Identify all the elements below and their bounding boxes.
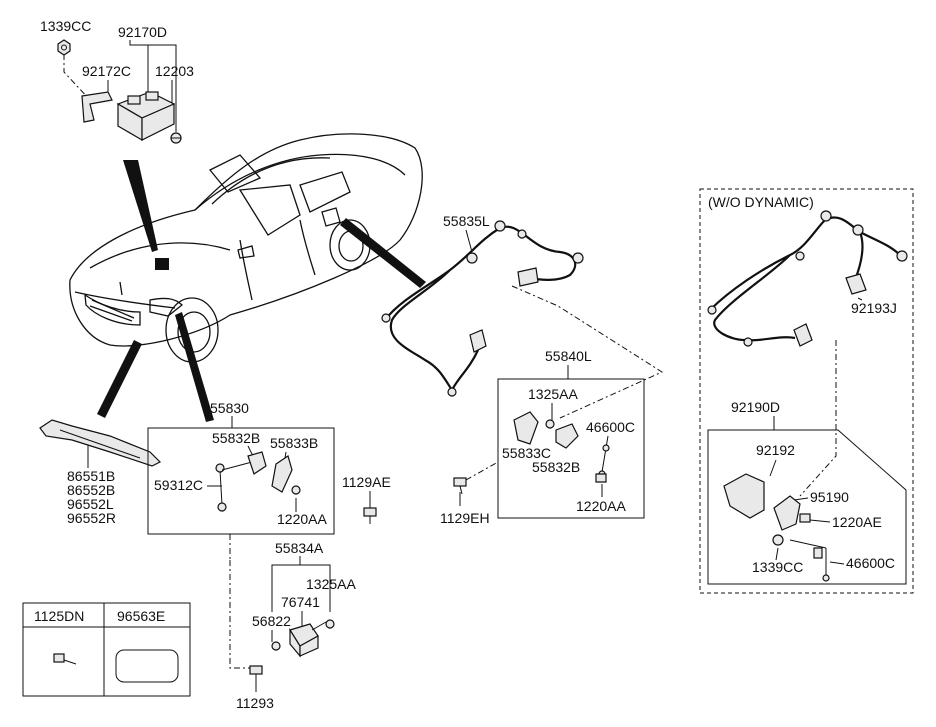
label-59312C: 59312C bbox=[154, 477, 203, 493]
label-76741: 76741 bbox=[281, 594, 320, 610]
middle-sensor-box: 55840L 1325AA 46600C 55833C 55832B 1220A… bbox=[440, 348, 645, 526]
middle-harness-group: 55835L bbox=[381, 213, 664, 419]
label-1220AE: 1220AE bbox=[832, 514, 882, 530]
bracket-icon bbox=[39, 419, 162, 467]
label-1220AA-mid: 1220AA bbox=[576, 498, 626, 514]
label-96552L: 96552L bbox=[67, 496, 114, 512]
bracket-icon bbox=[81, 91, 113, 123]
label-46600C-mid: 46600C bbox=[586, 419, 635, 435]
bumper-bracket-group: 86551B 86552B 96552L 96552R bbox=[39, 419, 162, 526]
legend-col2: 96563E bbox=[117, 608, 165, 624]
label-wo-dynamic: (W/O DYNAMIC) bbox=[708, 194, 814, 210]
bolt-icon bbox=[170, 132, 182, 144]
control-module-group: 1339CC 92170D 92172C 12203 bbox=[40, 18, 194, 252]
legend-table: 1125DN 96563E bbox=[22, 602, 191, 697]
label-1325AA-mid: 1325AA bbox=[528, 386, 578, 402]
vehicle-illustration bbox=[69, 133, 426, 422]
label-1129EH: 1129EH bbox=[440, 510, 490, 526]
bolt-icon bbox=[249, 665, 263, 682]
label-55833B: 55833B bbox=[270, 435, 318, 451]
label-92170D: 92170D bbox=[118, 24, 167, 40]
wiring-harness-icon bbox=[384, 225, 577, 391]
label-86551B: 86551B bbox=[67, 468, 115, 484]
label-1325AA-low: 1325AA bbox=[306, 576, 356, 592]
label-92172C: 92172C bbox=[82, 63, 131, 79]
label-55834A: 55834A bbox=[275, 540, 324, 556]
label-11293: 11293 bbox=[236, 695, 274, 711]
label-1129AE: 1129AE bbox=[342, 474, 391, 490]
label-55835L: 55835L bbox=[443, 213, 490, 229]
label-86552B: 86552B bbox=[67, 482, 115, 498]
height-sensor-icon bbox=[215, 451, 301, 512]
label-46600C-right: 46600C bbox=[846, 555, 895, 571]
label-55833C: 55833C bbox=[502, 445, 551, 461]
pad-icon bbox=[115, 649, 179, 683]
front-sensor-box: 55830 55832B 55833B 59312C 1220AA 1129AE bbox=[147, 400, 391, 560]
label-1220AA-left: 1220AA bbox=[277, 511, 327, 527]
label-96552R: 96552R bbox=[67, 510, 116, 526]
label-55830: 55830 bbox=[210, 400, 249, 416]
height-sensor-icon bbox=[513, 411, 610, 483]
label-92190D: 92190D bbox=[731, 399, 780, 415]
label-56822: 56822 bbox=[252, 613, 291, 629]
label-1339CC-top: 1339CC bbox=[40, 18, 91, 34]
label-92193J: 92193J bbox=[851, 300, 897, 316]
label-95190: 95190 bbox=[810, 489, 849, 505]
height-sensor-icon bbox=[723, 473, 830, 582]
bolt-icon bbox=[53, 653, 77, 665]
label-92192: 92192 bbox=[756, 442, 795, 458]
label-55840L: 55840L bbox=[545, 348, 592, 364]
wo-dynamic-box: (W/O DYNAMIC) 92193J 92190D 92192 95190 … bbox=[699, 188, 914, 594]
label-55832B-left: 55832B bbox=[212, 430, 260, 446]
label-12203: 12203 bbox=[155, 63, 194, 79]
bolt-icon bbox=[363, 507, 377, 524]
label-55832B-mid: 55832B bbox=[532, 459, 580, 475]
lower-sensor-group: 55834A 1325AA 76741 56822 11293 bbox=[229, 540, 356, 711]
nut-icon bbox=[57, 39, 71, 56]
bolt-icon bbox=[453, 477, 467, 495]
wiring-harness-icon bbox=[709, 216, 901, 342]
legend-col1: 1125DN bbox=[34, 608, 84, 624]
label-1339CC-right: 1339CC bbox=[752, 559, 803, 575]
sensor-module-icon bbox=[116, 91, 176, 142]
height-sensor-icon bbox=[271, 619, 335, 658]
